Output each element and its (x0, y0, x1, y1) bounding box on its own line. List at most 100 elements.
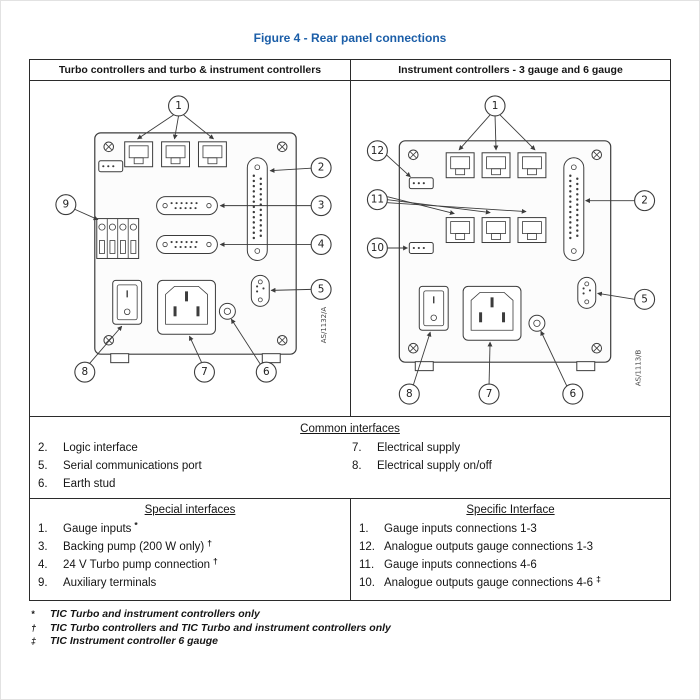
iec-power-inlet (462, 285, 522, 341)
callout-5: 5 (597, 288, 656, 310)
db15-backing-pump-connector (156, 196, 218, 216)
svg-text:10: 10 (371, 242, 384, 254)
callout-7: 7 (189, 335, 215, 383)
item-number: 3. (38, 541, 48, 553)
footnote-text: TIC Turbo controllers and TIC Turbo and … (50, 621, 391, 634)
item-text: Earth stud (63, 478, 116, 490)
common-interfaces-heading: Common interfaces (300, 423, 400, 435)
gauge-input-jack (124, 141, 154, 168)
item-number: 6. (38, 478, 48, 490)
footnote-text: TIC Instrument controller 6 gauge (50, 635, 219, 648)
svg-text:2: 2 (641, 195, 648, 207)
item-text: Analogue outputs gauge connections 1-3 (384, 541, 594, 553)
item-footnote-marker: † (207, 538, 212, 548)
specific-interface-heading: Specific Interface (466, 504, 555, 516)
list-item: 2. Logic interface (36, 439, 350, 457)
svg-text:6: 6 (569, 388, 576, 400)
svg-text:5: 5 (318, 283, 325, 295)
item-number: 2. (38, 442, 48, 454)
item-number: 9. (38, 577, 48, 589)
common-right-list: 7. Electrical supply 8. Electrical suppl… (350, 439, 664, 493)
item-text: Backing pump (200 W only) (63, 541, 205, 553)
callout-12: 12 (366, 140, 411, 178)
aux-4pin-connector (98, 160, 124, 173)
footnote: ‡ TIC Instrument controller 6 gauge (31, 635, 669, 649)
callout-8: 8 (74, 325, 123, 383)
svg-text:12: 12 (371, 145, 384, 157)
list-item: 1. Gauge inputs * (36, 520, 344, 538)
svg-text:2: 2 (318, 162, 325, 174)
item-text: Gauge inputs (63, 523, 132, 535)
item-number: 4. (38, 559, 48, 571)
drawing-reference: AS/1113/B (635, 349, 643, 386)
item-number: 1. (38, 523, 48, 535)
item-number: 12. (359, 541, 375, 553)
list-item: 4. 24 V Turbo pump connection † (36, 556, 344, 574)
diagrams-row: 1 2 3 4 (30, 81, 670, 417)
gauge-input-jack (197, 141, 227, 168)
screw-icon (408, 342, 419, 354)
left-diagram-cell: 1 2 3 4 (30, 81, 350, 416)
callout-9: 9 (55, 194, 99, 221)
right-diagram-cell: 1 12 11 10 (350, 81, 670, 416)
gauge-input-jack (161, 141, 191, 168)
item-number: 1. (359, 523, 369, 535)
db15-turbo-pump-connector (156, 235, 218, 254)
svg-text:4: 4 (318, 239, 325, 251)
turbo-controller-rear-panel-diagram: 1 2 3 4 (55, 95, 332, 383)
list-item: 7. Electrical supply (350, 439, 664, 457)
item-number: 8. (352, 460, 362, 472)
callout-6: 6 (540, 330, 584, 405)
item-text: Gauge inputs connections 4-6 (384, 559, 537, 571)
item-footnote-marker: * (134, 520, 138, 530)
analogue-output-connector-1-3 (408, 177, 434, 190)
footnote-text: TIC Turbo and instrument controllers onl… (50, 608, 260, 620)
item-text: Serial communications port (63, 460, 202, 472)
footnote-marker: † (31, 622, 37, 633)
screw-icon (408, 149, 419, 161)
figure-frame: Turbo controllers and turbo & instrument… (29, 59, 671, 601)
svg-text:11: 11 (371, 194, 384, 206)
right-panel-header: Instrument controllers - 3 gauge and 6 g… (350, 60, 670, 80)
panel-outline (398, 140, 612, 363)
special-interfaces-column: Special interfaces 1. Gauge inputs * 3. … (30, 499, 350, 600)
panel-foot (414, 361, 434, 372)
svg-text:1: 1 (175, 100, 182, 112)
footnotes: * TIC Turbo and instrument controllers o… (29, 608, 671, 649)
item-number: 11. (359, 559, 375, 571)
svg-text:1: 1 (492, 100, 499, 112)
footnote-marker: * (31, 609, 35, 619)
svg-text:6: 6 (263, 366, 270, 378)
footnote: * TIC Turbo and instrument controllers o… (31, 608, 669, 622)
db9-serial-port (250, 274, 270, 307)
earth-stud (528, 314, 546, 332)
panel-foot (576, 361, 596, 372)
callout-1: 1 (137, 95, 215, 140)
svg-text:7: 7 (486, 388, 493, 400)
screw-icon (276, 334, 288, 346)
callout-10: 10 (366, 237, 409, 259)
item-text: Electrical supply on/off (377, 460, 492, 472)
callout-2: 2 (585, 190, 656, 212)
special-interfaces-heading: Special interfaces (144, 504, 236, 516)
callout-4: 4 (219, 233, 332, 256)
list-item: 11. Gauge inputs connections 4-6 (357, 556, 664, 574)
instrument-controller-rear-panel-diagram: 1 12 11 10 (366, 95, 656, 405)
screw-icon (591, 342, 603, 354)
auxiliary-terminal-block (96, 218, 140, 259)
screw-icon (591, 149, 603, 161)
svg-text:8: 8 (406, 388, 413, 400)
list-item: 8. Electrical supply on/off (350, 457, 664, 475)
list-item: 6. Earth stud (36, 475, 350, 493)
item-text: Analogue outputs gauge connections 4-6 (384, 577, 594, 589)
special-specific-row: Special interfaces 1. Gauge inputs * 3. … (30, 499, 670, 600)
db9-serial-port (577, 276, 597, 309)
svg-text:9: 9 (63, 199, 70, 211)
db25-logic-interface (563, 157, 585, 261)
panel-foot (261, 353, 281, 364)
analogue-output-connector-4-6 (408, 242, 434, 254)
figure-title: Figure 4 - Rear panel connections (253, 31, 447, 45)
callout-7: 7 (478, 341, 500, 405)
callout-1: 1 (458, 95, 536, 151)
callout-8: 8 (398, 331, 432, 405)
